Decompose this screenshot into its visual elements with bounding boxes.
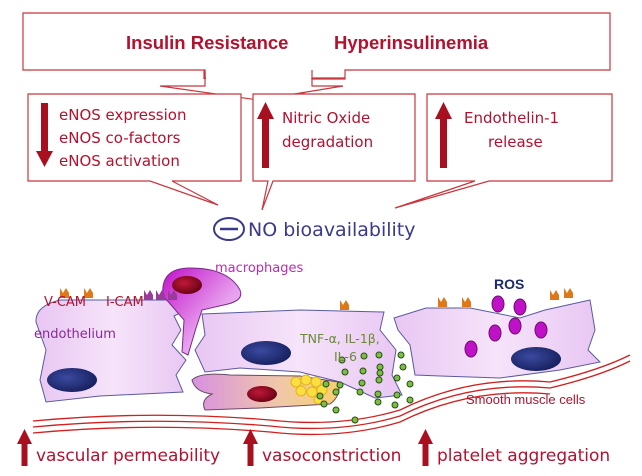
vcam-molecules: [60, 288, 573, 310]
consequence-platelet-aggregation: platelet aggregation: [418, 429, 610, 466]
foam-cell-nucleus: [247, 386, 277, 402]
top-box: Insulin Resistance Hyperinsulinemia: [22, 12, 611, 96]
up-arrow-icon: [435, 102, 452, 168]
up-arrow-icon: [257, 102, 274, 168]
vasoconstriction-label: vasoconstriction: [262, 446, 401, 466]
smooth-muscle-label: Smooth muscle cells: [466, 392, 586, 407]
consequence-vascular-permeability: vascular permeability: [17, 429, 220, 466]
smooth-muscle-layer: [32, 354, 631, 436]
cytokines-label-line1: TNF-α, IL-1β,: [299, 331, 380, 346]
ros-label: ROS: [494, 276, 524, 292]
lipid-droplets: [290, 374, 328, 405]
up-arrow-icon: [17, 429, 32, 466]
no-bioavailability-label: NO bioavailability: [248, 219, 416, 241]
insulin-resistance-label: Insulin Resistance: [126, 32, 288, 53]
macrophages-label: macrophages: [215, 261, 303, 276]
consequence-vasoconstriction: vasoconstriction: [243, 429, 401, 466]
endothelium-label: endothelium: [34, 327, 116, 342]
icam-molecules: [144, 290, 177, 300]
platelet-aggregation-label: platelet aggregation: [437, 446, 610, 466]
nitric-oxide-text: Nitric Oxide: [282, 109, 370, 127]
vcam-label: V-CAM: [44, 295, 86, 310]
up-arrow-icon: [418, 429, 433, 466]
enos-cofactors-text: eNOS co-factors: [59, 129, 181, 147]
enos-activation-text: eNOS activation: [59, 152, 180, 170]
effect-box-enos: eNOS expression eNOS co-factors eNOS act…: [27, 93, 242, 206]
endothelial-cell-middle: [194, 309, 403, 399]
cytokine-particles: [316, 351, 414, 424]
no-bioavailability: NO bioavailability: [213, 217, 416, 241]
degradation-text: degradation: [282, 133, 373, 151]
top-box-frame: [22, 12, 611, 80]
cytokines-label-line2: IL-6: [334, 349, 357, 364]
effect-box-endothelin: Endothelin-1 release: [394, 93, 613, 209]
nucleus: [241, 341, 291, 365]
enos-expression-text: eNOS expression: [59, 106, 186, 124]
endothelin-text: Endothelin-1: [464, 109, 559, 127]
macrophage-nucleus: [172, 276, 202, 294]
nucleus: [47, 368, 97, 392]
nucleus: [511, 347, 561, 371]
ros-particles: [464, 295, 548, 358]
up-arrow-icon: [243, 429, 258, 466]
down-arrow-icon: [36, 103, 53, 167]
vascular-permeability-label: vascular permeability: [36, 446, 220, 466]
icam-label: I-CAM: [106, 295, 144, 310]
release-text: release: [488, 133, 543, 151]
hyperinsulinemia-label: Hyperinsulinemia: [334, 32, 489, 53]
effect-box-nitric-oxide: Nitric Oxide degradation: [252, 93, 416, 211]
minus-circle-icon: [213, 217, 245, 241]
vessel-illustration: macrophages V-CAM I-CAM endothelium ROS …: [32, 261, 631, 436]
